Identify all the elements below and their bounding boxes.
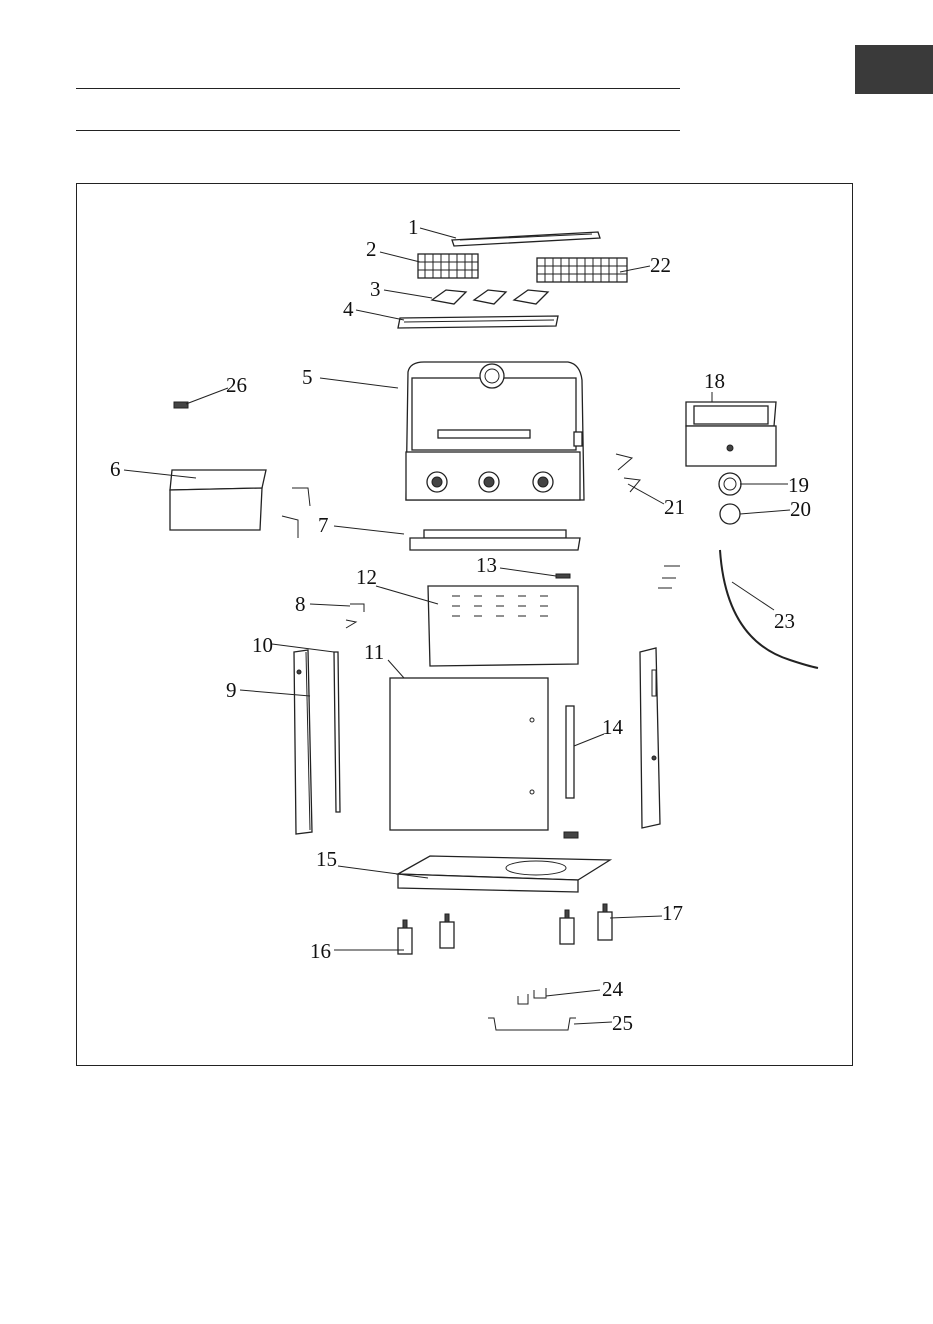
label-5: 5 <box>302 365 313 389</box>
part-18-side-burner <box>686 402 776 466</box>
label-3: 3 <box>370 277 381 301</box>
label-2: 2 <box>366 237 377 261</box>
part-14-handle <box>566 706 574 798</box>
label-18: 18 <box>704 369 725 393</box>
part-12-back-panel <box>428 586 578 666</box>
right-small-brackets <box>658 566 680 588</box>
part-6-side-table <box>170 470 266 530</box>
part-11-door <box>390 678 548 830</box>
label-23: 23 <box>774 609 795 633</box>
part-5-grill-head <box>406 362 584 500</box>
part-9-side-panel <box>294 650 312 834</box>
part-26-igniter-electrode <box>174 402 188 408</box>
label-25: 25 <box>612 1011 633 1035</box>
part-21-bracket <box>616 454 640 492</box>
part-24-hook <box>518 988 546 1004</box>
label-9: 9 <box>226 678 237 702</box>
label-8: 8 <box>295 592 306 616</box>
label-16: 16 <box>310 939 331 963</box>
label-11: 11 <box>364 640 384 664</box>
part-25-tank-holder <box>488 1018 576 1030</box>
label-17: 17 <box>662 901 683 925</box>
part-1-warming-rack <box>452 232 600 246</box>
label-10: 10 <box>252 633 273 657</box>
label-22: 22 <box>650 253 671 277</box>
part-3-flame-tamers <box>432 290 548 304</box>
part-16-casters <box>398 914 454 954</box>
part-20-knob-bezel <box>720 504 740 524</box>
label-20: 20 <box>790 497 811 521</box>
part-22-grate <box>537 258 627 282</box>
label-13: 13 <box>476 553 497 577</box>
part-17-casters <box>560 904 612 944</box>
label-19: 19 <box>788 473 809 497</box>
part-23-gas-hose <box>720 550 818 668</box>
label-6: 6 <box>110 457 121 481</box>
part-13-clip <box>556 574 570 578</box>
part-8-brackets <box>346 604 364 628</box>
label-12: 12 <box>356 565 377 589</box>
part-4-grease-tray <box>398 316 558 328</box>
part-2-grate <box>418 254 478 278</box>
label-1: 1 <box>408 215 419 239</box>
label-24: 24 <box>602 977 624 1001</box>
label-7: 7 <box>318 513 329 537</box>
part-7-front-bar <box>410 530 580 550</box>
part-15-bottom-shelf <box>398 856 610 892</box>
label-15: 15 <box>316 847 337 871</box>
part-10-rod <box>334 652 340 812</box>
side-table-brackets <box>282 488 310 538</box>
right-side-panel <box>640 648 660 828</box>
part-19-side-burner-knob <box>719 473 741 495</box>
label-4: 4 <box>343 297 354 321</box>
label-26: 26 <box>226 373 247 397</box>
label-14: 14 <box>602 715 624 739</box>
label-21: 21 <box>664 495 685 519</box>
door-catch <box>564 832 578 838</box>
